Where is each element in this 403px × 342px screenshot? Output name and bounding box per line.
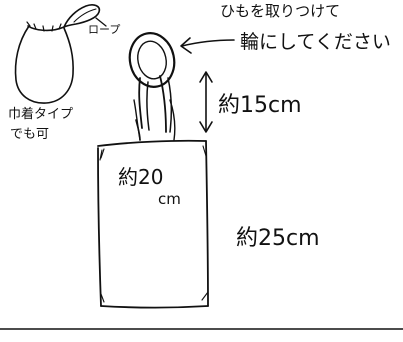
attach-instruction-line1: ひもを取りつけて: [220, 2, 340, 20]
handle-height-dimension-arrow: [199, 71, 213, 133]
drawstring-type-line2: でも可: [10, 127, 49, 142]
bag-width-label: 約20: [118, 165, 163, 189]
bag-body-drawing: [97, 139, 209, 309]
loop-pointer-arrow: [180, 37, 235, 54]
handle-height-label: 約15cm: [218, 93, 302, 118]
drawstring-pouch-drawing: [14, 21, 74, 104]
drawstring-type-line1: 巾着タイプ: [8, 106, 73, 122]
rope-drawing: [63, 4, 107, 28]
rope-label: ロープ: [88, 23, 120, 36]
bag-width-unit: cm: [158, 190, 181, 208]
attach-instruction-line2: 輪にしてください: [240, 31, 391, 53]
bag-height-label: 約25cm: [236, 226, 320, 251]
handle-loop-drawing: [128, 32, 176, 141]
